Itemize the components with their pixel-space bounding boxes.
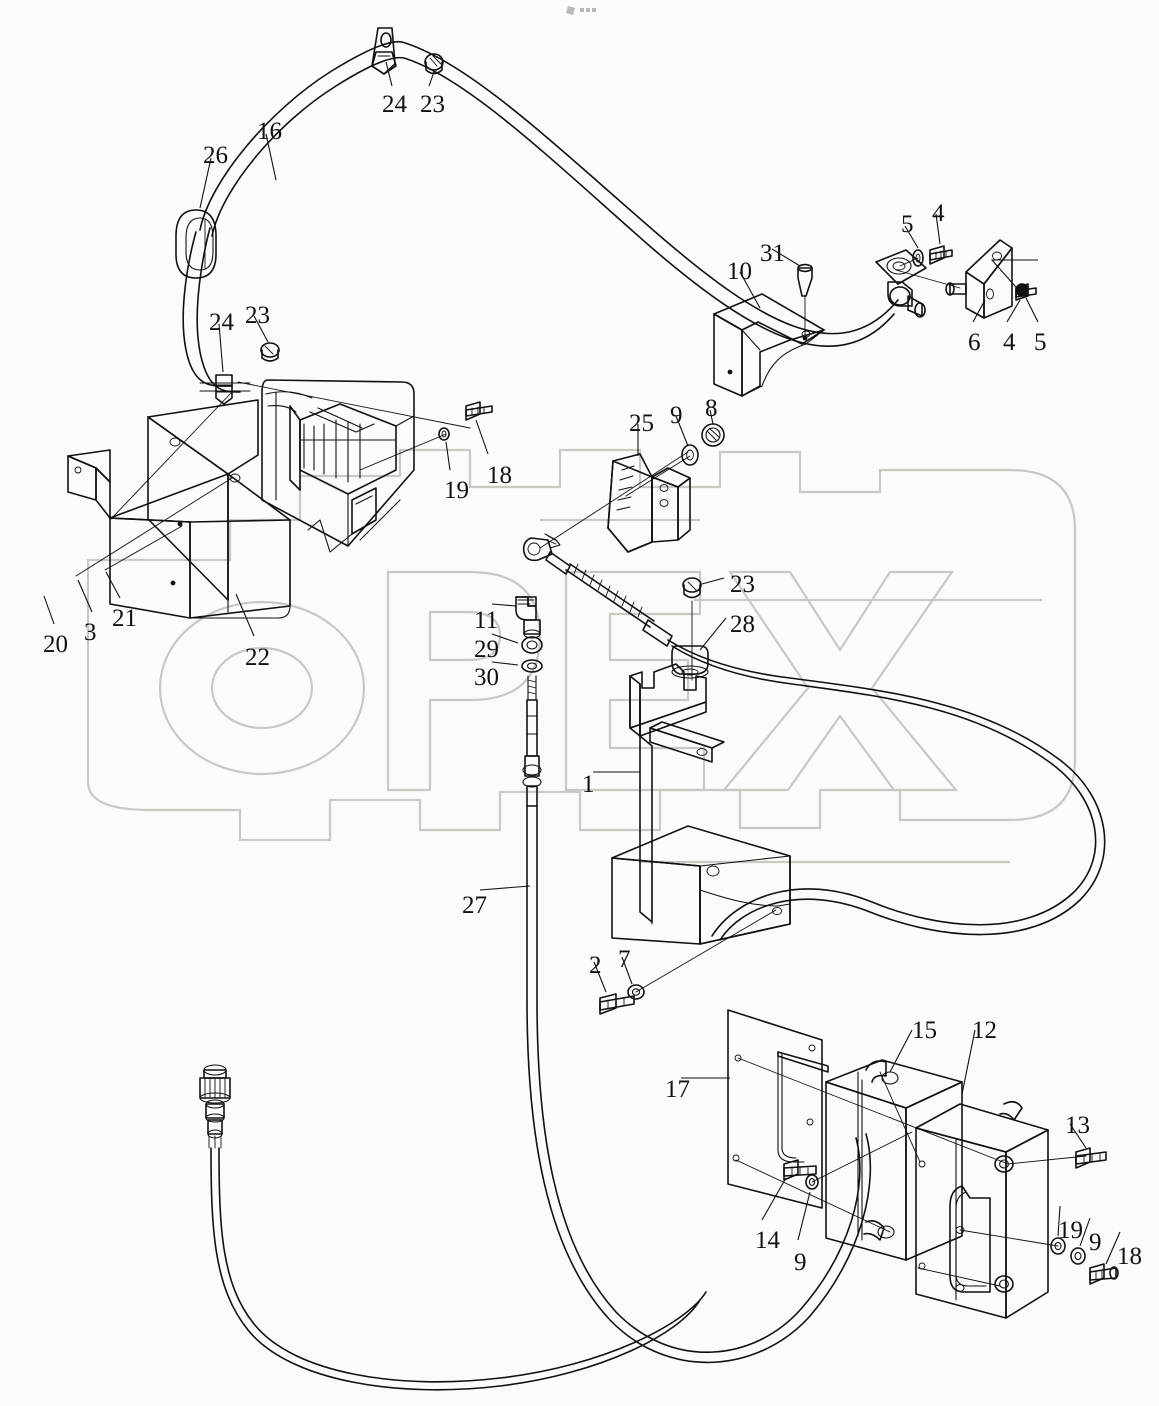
callout-1: 1 xyxy=(582,771,595,798)
callout-27: 27 xyxy=(462,892,487,919)
part-31-screw xyxy=(797,263,813,341)
part-6-angle-bracket xyxy=(945,239,1013,319)
callout-11: 11 xyxy=(474,607,499,634)
part-12-cover-box xyxy=(915,1100,1049,1319)
part-24-clamp-top xyxy=(371,27,397,75)
part-26-grommet xyxy=(175,209,217,279)
callout-18-upper: 18 xyxy=(487,462,512,489)
callout-16: 16 xyxy=(257,118,282,145)
part-25-pivot-bracket xyxy=(607,453,691,553)
part-10-bracket xyxy=(713,293,825,397)
part-29-nut xyxy=(521,636,543,654)
part-17-mount-plate xyxy=(727,1009,829,1209)
callout-20: 20 xyxy=(43,631,68,658)
part-28-grommet xyxy=(671,645,709,679)
part-23-screw-mid xyxy=(682,577,702,681)
callout-22: 22 xyxy=(245,644,270,671)
callout-13: 13 xyxy=(1065,1112,1090,1139)
part-valve-assembly xyxy=(875,249,927,318)
part-8-nut xyxy=(701,423,725,447)
callout-29: 29 xyxy=(474,636,499,663)
callout-23-mid: 23 xyxy=(730,571,755,598)
part-19-washer-lower xyxy=(1050,1237,1066,1255)
part-7-washer xyxy=(627,984,645,1000)
callout-25: 25 xyxy=(629,410,654,437)
callout-4-upper: 4 xyxy=(932,200,945,227)
callout-8: 8 xyxy=(705,395,718,422)
callout-5-upper: 5 xyxy=(901,211,914,238)
callout-23-top: 23 xyxy=(420,91,445,118)
callout-23-tray: 23 xyxy=(245,302,270,329)
callout-10: 10 xyxy=(727,258,752,285)
callout-24-tray: 24 xyxy=(209,309,234,336)
part-5-washer-upper xyxy=(912,249,924,267)
callout-4-lower: 4 xyxy=(1003,329,1016,356)
part-cable-threaded-end xyxy=(199,1064,707,1391)
part-23-nut-tray xyxy=(260,342,280,362)
callout-28: 28 xyxy=(730,611,755,638)
part-27-cable xyxy=(522,675,872,1364)
part-battery xyxy=(261,379,415,553)
callout-18-lower: 18 xyxy=(1117,1243,1142,1270)
part-4-bolt-upper xyxy=(929,245,953,265)
callout-9-upper: 9 xyxy=(670,402,683,429)
part-18-bolt xyxy=(465,401,493,421)
callout-21: 21 xyxy=(112,605,137,632)
callout-5-lower: 5 xyxy=(1034,329,1047,356)
part-13-bolt xyxy=(1075,1147,1107,1169)
callout-6: 6 xyxy=(968,329,981,356)
part-2-bolt xyxy=(599,993,635,1015)
callout-9-lower-left: 9 xyxy=(794,1249,807,1276)
leader-lines xyxy=(43,61,1121,1287)
callout-17: 17 xyxy=(665,1076,690,1103)
part-18-bolt-lower xyxy=(1089,1263,1119,1285)
part-9-washer-lower-right xyxy=(1070,1247,1086,1265)
callout-30: 30 xyxy=(474,664,499,691)
part-9-washer-upper xyxy=(681,444,699,466)
part-9-washer-lower-left xyxy=(805,1174,819,1190)
part-19-washer xyxy=(438,427,450,441)
part-control-cable-upper xyxy=(522,533,1106,941)
callout-24-top: 24 xyxy=(382,91,407,118)
part-16-hose xyxy=(182,40,899,393)
callout-19-lower: 19 xyxy=(1058,1217,1083,1244)
part-11-elbow-fitting xyxy=(515,596,541,639)
callout-26: 26 xyxy=(203,142,228,169)
part-24-clamp-tray xyxy=(199,374,251,405)
part-22-tray xyxy=(67,399,291,619)
part-5-washer-lower xyxy=(1015,283,1029,297)
callout-2: 2 xyxy=(589,952,602,979)
part-23-screw-top xyxy=(424,53,444,75)
callout-14: 14 xyxy=(755,1227,780,1254)
callout-19-upper: 19 xyxy=(444,477,469,504)
callout-12: 12 xyxy=(972,1017,997,1044)
callout-3: 3 xyxy=(84,619,97,646)
callout-9-lower-right: 9 xyxy=(1089,1229,1102,1256)
faint-top-mark xyxy=(566,6,596,15)
callout-15: 15 xyxy=(912,1017,937,1044)
part-14-bolt xyxy=(783,1159,817,1181)
callout-31: 31 xyxy=(760,240,785,267)
callout-7: 7 xyxy=(618,946,631,973)
part-15-inner-box xyxy=(825,1059,963,1261)
part-30-washer xyxy=(521,659,543,673)
part-1-support-bracket xyxy=(611,663,791,945)
